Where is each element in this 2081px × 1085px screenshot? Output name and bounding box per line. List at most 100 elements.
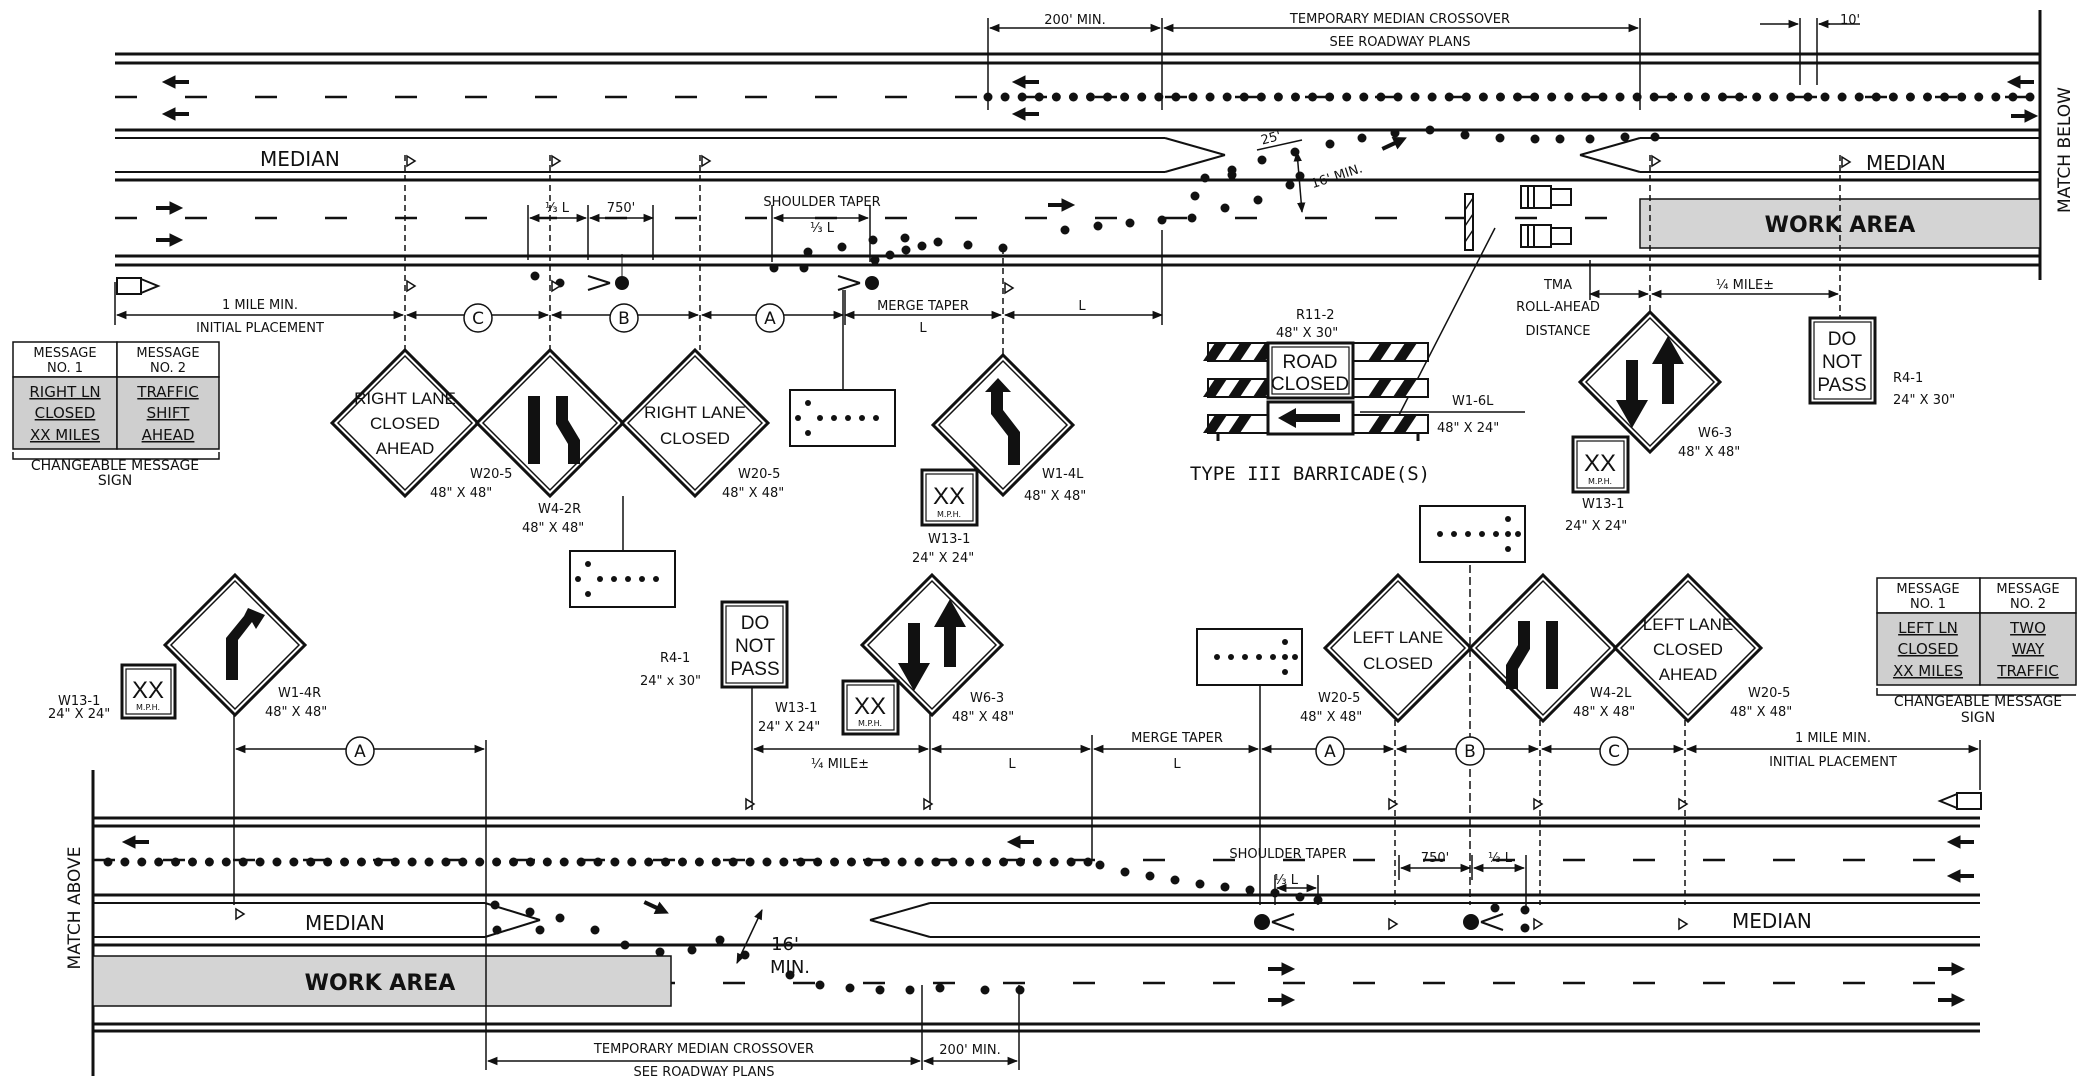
svg-text:48" X 48": 48" X 48" xyxy=(1678,445,1740,460)
direction-arrows-bottom xyxy=(121,835,1974,1007)
channelizer-drum xyxy=(323,857,333,867)
svg-text:XX: XX xyxy=(854,693,886,720)
work-area-bottom xyxy=(92,955,672,1007)
channelizer-drum xyxy=(593,857,603,867)
channelizer-drum xyxy=(1034,92,1044,102)
median-label-bottom-left: MEDIAN xyxy=(305,911,385,935)
road-closed-line2: CLOSED xyxy=(1271,374,1349,395)
channelizer-drum xyxy=(914,857,924,867)
svg-text:NO. 2: NO. 2 xyxy=(150,361,186,376)
channelizer-drum xyxy=(1854,92,1864,102)
svg-text:48" X 24": 48" X 24" xyxy=(1437,421,1499,436)
channelizer-drum xyxy=(289,857,299,867)
channelizer-drum xyxy=(187,857,197,867)
svg-text:W20-5: W20-5 xyxy=(470,467,512,482)
channelizer-drum xyxy=(687,945,697,955)
channelizer-drum xyxy=(475,857,485,867)
svg-text:SHIFT: SHIFT xyxy=(147,404,191,422)
channelizer-drum xyxy=(1410,92,1420,102)
channelizer-drum xyxy=(1205,92,1215,102)
svg-text:TRAFFIC: TRAFFIC xyxy=(1996,662,2058,680)
dim-10: 10' xyxy=(1840,13,1860,28)
channelizer-drum xyxy=(1187,213,1197,223)
channelizer-drum xyxy=(1222,92,1232,102)
svg-text:CLOSED: CLOSED xyxy=(1363,654,1433,673)
channelizer-drum xyxy=(1095,860,1105,870)
svg-text:XX MILES: XX MILES xyxy=(1893,662,1963,680)
circle-a-bottom-1: A xyxy=(354,742,366,762)
channelizer-drum xyxy=(1253,195,1263,205)
channelizer-drum xyxy=(458,857,468,867)
channelizer-drum xyxy=(830,857,840,867)
channelizer-drum xyxy=(1530,134,1540,144)
channelizer-drum xyxy=(1290,147,1300,157)
dim-16-min-top: 16' MIN. xyxy=(1309,161,1364,192)
channelizer-drum xyxy=(1888,92,1898,102)
channelizer-drum xyxy=(870,255,880,265)
svg-text:AHEAD: AHEAD xyxy=(376,439,435,458)
sign-w13-1-bottom-1: XX M.P.H. xyxy=(120,663,177,720)
channelizer-drum xyxy=(620,940,630,950)
circle-a-bottom-2: A xyxy=(1324,742,1336,762)
dim-l-top: L xyxy=(1078,299,1086,314)
svg-text:NO. 2: NO. 2 xyxy=(2010,597,2046,612)
channelizer-drum xyxy=(535,925,545,935)
channelizer-drum xyxy=(1137,92,1147,102)
channelizer-drum xyxy=(762,857,772,867)
channelizer-drum xyxy=(1200,173,1210,183)
channelizer-drum xyxy=(1171,92,1181,102)
svg-text:W6-3: W6-3 xyxy=(1698,426,1732,441)
svg-text:MESSAGE: MESSAGE xyxy=(33,346,96,361)
channelizer-drum xyxy=(711,857,721,867)
channelizer-drum xyxy=(1170,875,1180,885)
channelizer-drum xyxy=(785,970,795,980)
dim-initial-top: INITIAL PLACEMENT xyxy=(196,321,324,336)
tma-truck-2 xyxy=(1520,224,1572,248)
channelizer-drum xyxy=(1393,92,1403,102)
channelizer-drum xyxy=(1066,857,1076,867)
channelizer-drum xyxy=(1049,857,1059,867)
cms-table-top: MESSAGE NO. 1 MESSAGE NO. 2 RIGHT LN CLO… xyxy=(12,341,220,489)
channelizer-drum xyxy=(509,857,519,867)
channelizer-drum xyxy=(845,983,855,993)
channelizer-drum xyxy=(1390,128,1400,138)
channelizer-drum xyxy=(1120,92,1130,102)
circle-c-bottom: C xyxy=(1608,742,1620,762)
arrow-board-sign-top-1 xyxy=(569,550,676,608)
channelizer-drum xyxy=(492,857,502,867)
channelizer-drum xyxy=(905,985,915,995)
channelizer-drum xyxy=(1520,923,1530,933)
channelizer-drum xyxy=(1295,892,1305,902)
channelizing-devices-bottom xyxy=(103,857,1530,995)
channelizer-drum xyxy=(1666,92,1676,102)
svg-text:PASS: PASS xyxy=(1817,375,1866,396)
channelizer-drum xyxy=(1285,180,1295,190)
channelizer-drum xyxy=(1615,92,1625,102)
channelizer-drum xyxy=(1820,92,1830,102)
dim-750-bottom: 750' xyxy=(1421,851,1449,866)
channelizer-drum xyxy=(1051,92,1061,102)
channelizer-drum xyxy=(769,263,779,273)
dim-third-l-top: ⅓ L xyxy=(545,201,570,216)
channelizer-drum xyxy=(999,857,1009,867)
svg-text:48" X 30": 48" X 30" xyxy=(1276,326,1338,341)
channelizer-drum xyxy=(1015,857,1025,867)
type-iii-barricade: ROAD CLOSED xyxy=(1203,341,1429,441)
svg-text:MESSAGE: MESSAGE xyxy=(136,346,199,361)
channelizer-drum xyxy=(1837,92,1847,102)
svg-text:48" X 48": 48" X 48" xyxy=(952,710,1014,725)
channelizer-drum xyxy=(1871,92,1881,102)
svg-text:48" X 48": 48" X 48" xyxy=(1300,710,1362,725)
channelizer-drum xyxy=(1220,203,1230,213)
channelizer-drum xyxy=(306,857,316,867)
channelizer-drum xyxy=(238,857,248,867)
match-below-label: MATCH BELOW xyxy=(2055,87,2075,213)
channelizer-drum xyxy=(897,857,907,867)
tma-truck-1 xyxy=(1520,185,1572,209)
channelizer-drum xyxy=(1190,191,1200,201)
svg-text:M.P.H.: M.P.H. xyxy=(1588,477,1612,486)
channelizer-drum xyxy=(1227,170,1237,180)
channelizer-drum xyxy=(120,857,130,867)
sign-codes-bottom: W13-1 24" X 24" W1-4R 48" X 48" R4-1 24"… xyxy=(48,651,1792,735)
svg-text:MESSAGE: MESSAGE xyxy=(1896,582,1959,597)
